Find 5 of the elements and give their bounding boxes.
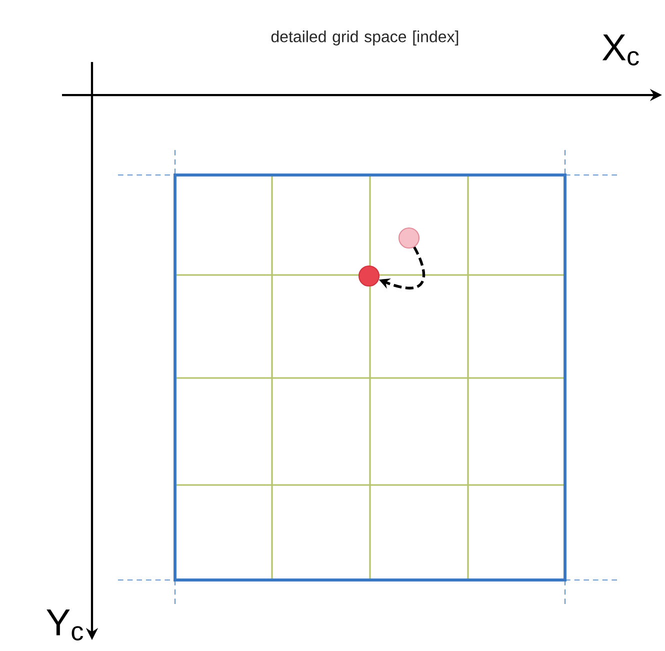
dot xyxy=(398,227,420,249)
dot xyxy=(358,265,380,287)
axis-label: X$_{c}$ xyxy=(602,34,639,66)
axis-label: Y$_{c}$ xyxy=(46,610,84,640)
axis-title: detailed grid space [index] xyxy=(271,30,458,46)
